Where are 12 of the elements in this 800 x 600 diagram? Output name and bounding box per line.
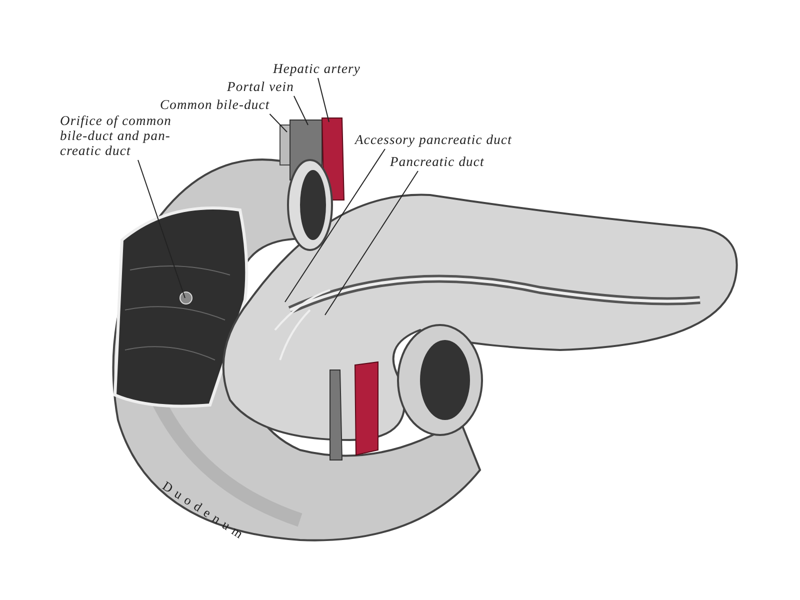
part-label: Common bile-duct — [160, 97, 270, 112]
part-label: Pancreatic duct — [390, 154, 484, 169]
leader-line — [318, 78, 330, 122]
leader-line — [293, 96, 308, 126]
part-label: Hepatic artery — [273, 61, 361, 76]
leader-line — [284, 148, 386, 302]
leader-line — [269, 114, 288, 132]
leader-line — [324, 170, 418, 316]
part-label: Portal vein — [227, 79, 294, 94]
leader-line — [138, 160, 186, 298]
part-label: Accessory pancreatic duct — [355, 132, 512, 147]
part-label: Orifice of common bile-duct and pan-creatic duct — [60, 113, 180, 158]
